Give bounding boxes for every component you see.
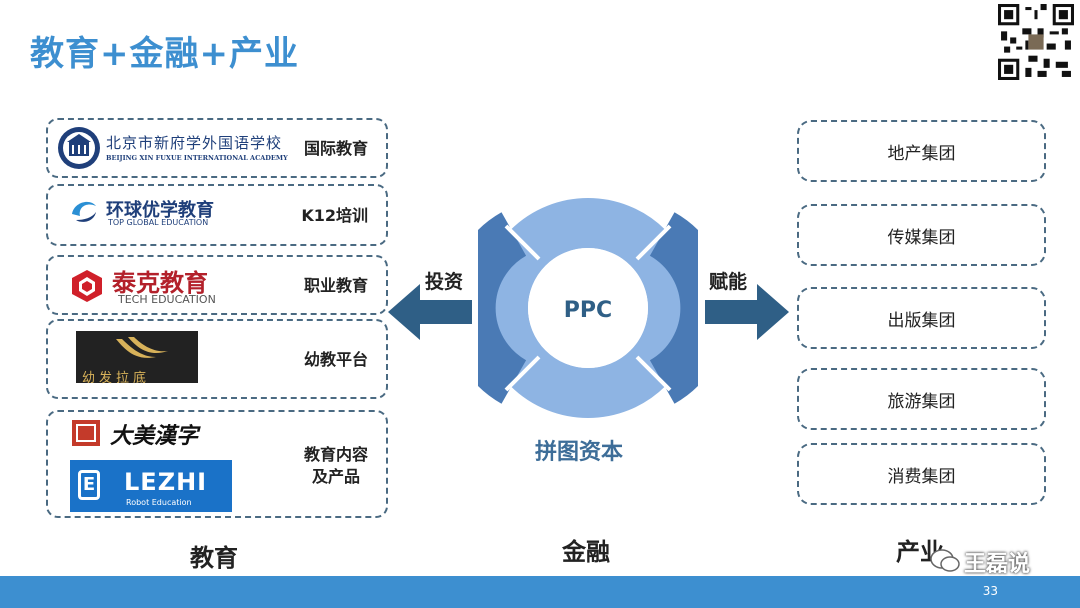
ppc-ring — [478, 198, 698, 418]
tech-education-logo-cn: 泰克教育 — [112, 269, 208, 297]
ppc-center-text: PPC — [563, 298, 613, 323]
industry-item-publishing: 出版集团 — [797, 287, 1046, 349]
left-arrow-icon — [388, 284, 472, 340]
euphrates-logo-cn: 幼发拉底 — [82, 371, 151, 386]
slide-title: 教育+金融+产业 — [30, 34, 299, 74]
right-arrow-icon — [705, 284, 789, 340]
edu-label-content-line1: 教育内容 — [303, 445, 368, 464]
footer-bar — [0, 576, 1080, 608]
topglobal-logo-cn: 环球优学教育 — [106, 200, 214, 221]
edu-label-preschool: 幼教平台 — [303, 350, 368, 369]
industry-item-tourism: 旅游集团 — [797, 368, 1046, 430]
edu-item-preschool: 幼发拉底 幼教平台 — [46, 319, 388, 399]
edu-label-content-line2: 及产品 — [311, 467, 360, 486]
xinfuxue-emblem-icon — [58, 127, 100, 169]
invest-label: 投资 — [425, 271, 464, 293]
euphrates-logo: 幼发拉底 — [76, 331, 198, 386]
tech-education-logo-en: TECH EDUCATION — [118, 293, 216, 306]
damei-seal-icon — [72, 420, 100, 446]
euphrates-wave-icon — [116, 337, 168, 358]
empower-label: 赋能 — [709, 271, 748, 293]
xinfuxue-logo-en: BEIJING XIN FUXUE INTERNATIONAL ACADEMY — [106, 154, 288, 162]
edu-label-k12: K12培训 — [301, 206, 368, 225]
column-label-finance: 金融 — [562, 538, 610, 566]
page-number: 33 — [982, 584, 998, 598]
lezhi-logo-sub: Robot Education — [126, 498, 192, 507]
xinfuxue-logo-cn: 北京市新府学外国语学校 — [106, 134, 283, 152]
edu-label-international: 国际教育 — [303, 139, 368, 158]
tech-education-hex-icon — [72, 270, 102, 302]
edu-item-k12: 环球优学教育 TOP GLOBAL EDUCATION K12培训 — [46, 184, 388, 246]
lezhi-logo-en: LEZHI — [124, 468, 208, 496]
damei-logo-cn: 大美漢字 — [110, 423, 199, 449]
puzzle-capital-label: 拼图资本 — [535, 440, 624, 465]
industry-item-media: 传媒集团 — [797, 204, 1046, 266]
edu-item-content: 大美漢字 E LEZHI Robot Education 教育内容 及产品 — [46, 410, 388, 518]
topglobal-swirl-icon — [72, 201, 96, 222]
qr-code-icon — [998, 4, 1074, 80]
lezhi-e-icon: E — [78, 470, 100, 500]
column-label-education: 教育 — [190, 544, 238, 572]
damei-hanzi-logo: 大美漢字 — [70, 418, 198, 452]
industry-item-consumer: 消费集团 — [797, 443, 1046, 505]
xinfuxue-logo — [56, 124, 102, 176]
edu-label-vocational: 职业教育 — [303, 276, 368, 295]
edu-label-content: 教育内容 及产品 — [304, 444, 368, 488]
wechat-icon — [930, 549, 960, 572]
industry-item-realestate: 地产集团 — [797, 120, 1046, 182]
edu-item-vocational: 泰克教育 TECH EDUCATION 职业教育 — [46, 255, 388, 315]
watermark-text: 王磊说 — [964, 552, 1031, 577]
edu-item-international: 北京市新府学外国语学校 BEIJING XIN FUXUE INTERNATIO… — [46, 118, 388, 178]
topglobal-logo-en: TOP GLOBAL EDUCATION — [108, 218, 209, 227]
lezhi-logo: E LEZHI Robot Education — [70, 460, 232, 512]
